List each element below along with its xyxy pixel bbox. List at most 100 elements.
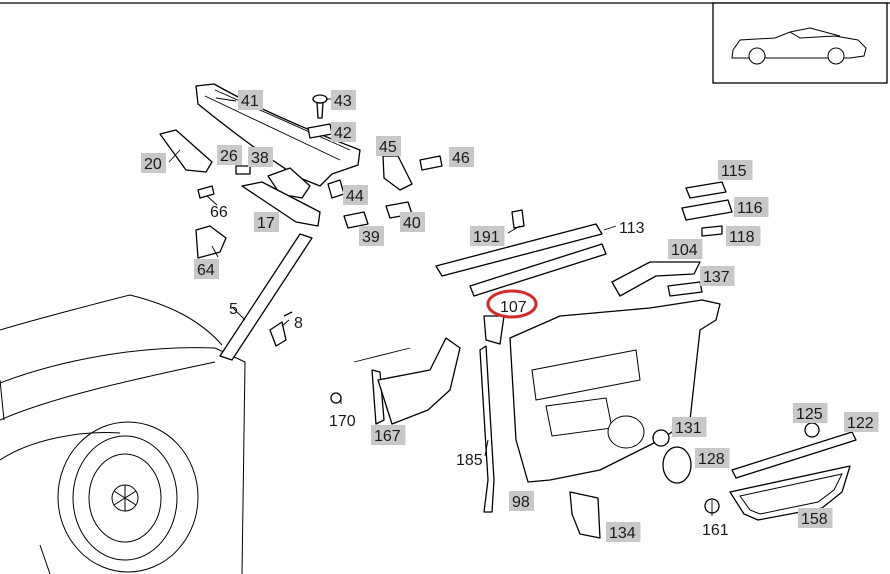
callout-box-122 [844,412,879,432]
lead-5 [231,306,246,321]
callout-64: 64 [194,259,219,279]
lead-66 [206,195,218,206]
callout-box-98 [509,491,534,511]
bumper-line [0,432,121,461]
callout-label-26: 26 [220,148,238,165]
callout-44: 44 [343,185,368,205]
part-26-clip [235,165,251,175]
car-thumbnail [712,2,888,84]
part-167-panel [377,337,461,425]
callout-label-5: 5 [229,301,238,318]
leader-lines [168,97,713,516]
part-128-cover [662,446,692,484]
callout-box-118 [726,226,761,246]
lead-8 [281,319,290,327]
callout-8: 8 [294,315,303,332]
callout-box-158 [798,508,833,528]
callout-label-125: 125 [796,406,823,423]
callout-161: 161 [702,522,729,539]
callout-label-167: 167 [374,428,401,445]
part-39-clip [343,211,369,229]
callout-label-17: 17 [257,215,275,232]
callout-131: 131 [672,417,707,437]
callout-label-191: 191 [473,229,500,246]
callout-115: 115 [718,160,753,180]
callout-box-45 [376,136,401,156]
wheel-arch [57,421,199,573]
callout-label-38: 38 [251,150,269,167]
callout-label-64: 64 [197,262,215,279]
callout-label-45: 45 [379,139,397,156]
fender-line [0,361,216,421]
screw-head [312,94,328,104]
callout-118: 118 [726,226,761,246]
callout-label-137: 137 [703,269,730,286]
callout-box-39 [359,226,384,246]
lead-41 [215,97,237,102]
part-113-rail-upper [435,223,603,277]
lead-191 [507,225,521,234]
lead-113 [603,225,617,231]
callout-label-122: 122 [847,415,874,432]
callout-box-134 [606,522,641,542]
part-17-trim [241,181,321,227]
part-98-pocket-upper [531,349,641,401]
callout-116: 116 [734,197,769,217]
callout-box-26 [217,145,242,165]
part-98-side-panel [509,299,721,483]
part-125-button [804,422,820,438]
callout-122: 122 [844,412,879,432]
callout-label-118: 118 [729,229,755,246]
callout-41: 41 [238,90,263,110]
callout-45: 45 [376,136,401,156]
part-122-strip [731,431,857,479]
speaker-opening [607,415,645,449]
callout-167: 167 [371,425,406,445]
thumbnail-frame [712,2,888,84]
part-191-clip [511,209,525,229]
part-107-trim [483,315,505,345]
part-20-bracket [159,129,213,173]
callout-191: 191 [470,226,505,246]
callout-label-185: 185 [456,452,483,469]
callout-label-46: 46 [452,150,470,167]
callout-20: 20 [141,153,166,173]
part-115-strip [685,181,727,199]
callout-label-41: 41 [241,93,259,110]
part-66-screw [197,185,215,199]
callout-128: 128 [695,448,730,468]
screw-shank [316,102,324,119]
part-167-post [371,369,385,425]
thumbnail-car-top [789,27,841,37]
callout-box-104 [668,239,703,259]
lead-20 [168,149,181,163]
callout-104: 104 [668,239,703,259]
part-158-inner [739,473,843,515]
front-edge [0,379,5,421]
callout-98: 98 [509,491,534,511]
highlight-ring-107 [486,289,538,319]
callout-label-134: 134 [609,525,636,542]
part-134-bracket [569,491,601,539]
hood-crease [0,294,223,346]
part-42-clip [307,123,333,139]
a-pillar-lower [214,347,246,574]
callout-label-131: 131 [675,420,702,437]
callout-125: 125 [793,403,828,423]
callout-box-38 [248,147,273,167]
callout-box-20 [141,153,166,173]
callout-box-44 [343,185,368,205]
callout-66: 66 [210,204,228,221]
hood-line [0,347,216,384]
part-43-screw [312,94,328,119]
thumbnail-rear-wheel [827,47,845,65]
callout-43: 43 [331,90,356,110]
callout-158: 158 [798,508,833,528]
callout-42: 42 [331,122,356,142]
part-118-clip [701,225,723,237]
callout-170: 170 [329,413,356,430]
callout-box-131 [672,417,707,437]
callout-box-46 [449,147,474,167]
